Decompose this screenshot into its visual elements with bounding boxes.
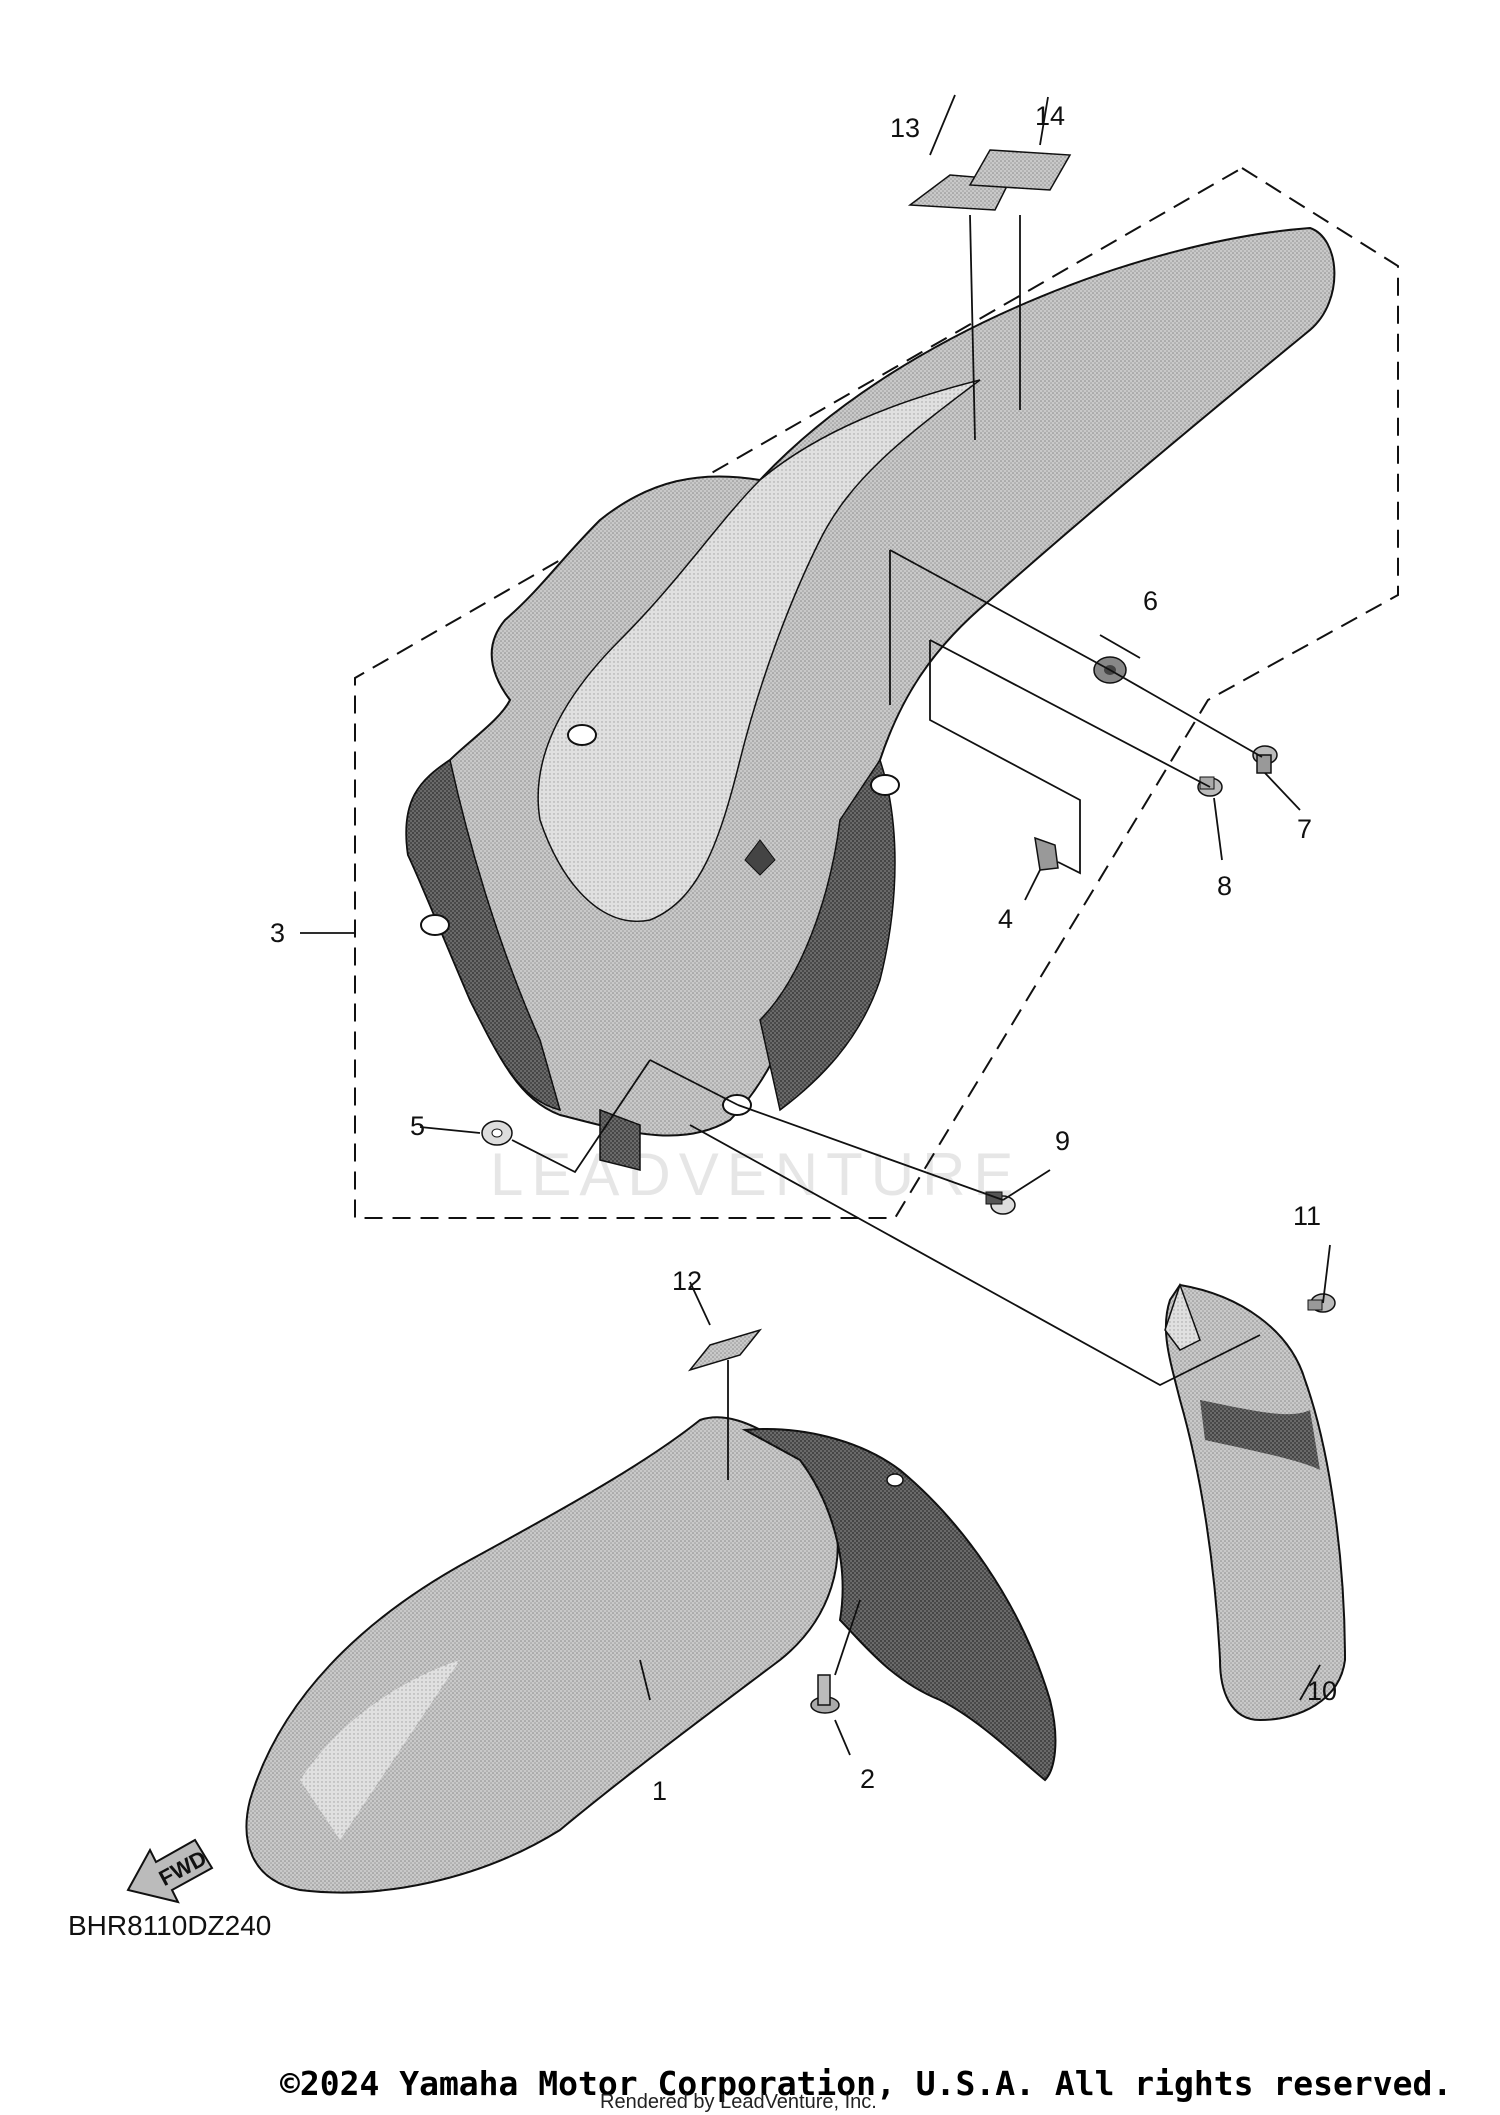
- callout-5: 5: [410, 1111, 425, 1141]
- collar-7: [1252, 745, 1278, 774]
- callout-14: 14: [1035, 101, 1065, 131]
- callout-11: 11: [1293, 1201, 1321, 1231]
- copyright-notice: ©2024 Yamaha Motor Corporation, U.S.A. A…: [280, 2064, 1452, 2103]
- washer-5: [481, 1120, 513, 1146]
- callout-8: 8: [1217, 871, 1232, 901]
- decal-14: [968, 149, 1072, 191]
- diagram-part-code: BHR8110DZ240: [68, 1910, 271, 1941]
- group-boundary-dashed: [354, 167, 1399, 1219]
- bolt-9: [985, 1191, 1016, 1215]
- mud-flap: [1164, 1282, 1347, 1722]
- bolt-2: [810, 1674, 840, 1714]
- nut-4: [1034, 836, 1059, 871]
- callout-3: 3: [270, 918, 285, 948]
- callout-6: 6: [1143, 586, 1158, 616]
- callout-9: 9: [1055, 1126, 1070, 1156]
- forward-direction-arrow: FWD: [126, 1838, 214, 1904]
- callout-12: 12: [672, 1266, 702, 1296]
- callout-2: 2: [860, 1764, 875, 1794]
- front-fender: [245, 1416, 1057, 1894]
- callout-7: 7: [1297, 814, 1312, 844]
- bolt-11: [1307, 1293, 1336, 1313]
- callout-4: 4: [998, 904, 1013, 934]
- rendered-by-notice: Rendered by LeadVenture, Inc.: [600, 2091, 877, 2113]
- callout-10: 10: [1307, 1676, 1337, 1706]
- callouts: 1 2 3 4 5 6 7 8 9 10 11 12 13 14: [270, 101, 1337, 1806]
- bolt-8: [1197, 776, 1223, 797]
- watermark-text: LEADVENTURE: [490, 1141, 1021, 1208]
- rear-fender: [405, 226, 1336, 1171]
- callout-1: 1: [652, 1776, 667, 1806]
- callout-13: 13: [890, 113, 920, 143]
- decal-12: [687, 1328, 763, 1372]
- leader-lines: [300, 94, 1331, 1756]
